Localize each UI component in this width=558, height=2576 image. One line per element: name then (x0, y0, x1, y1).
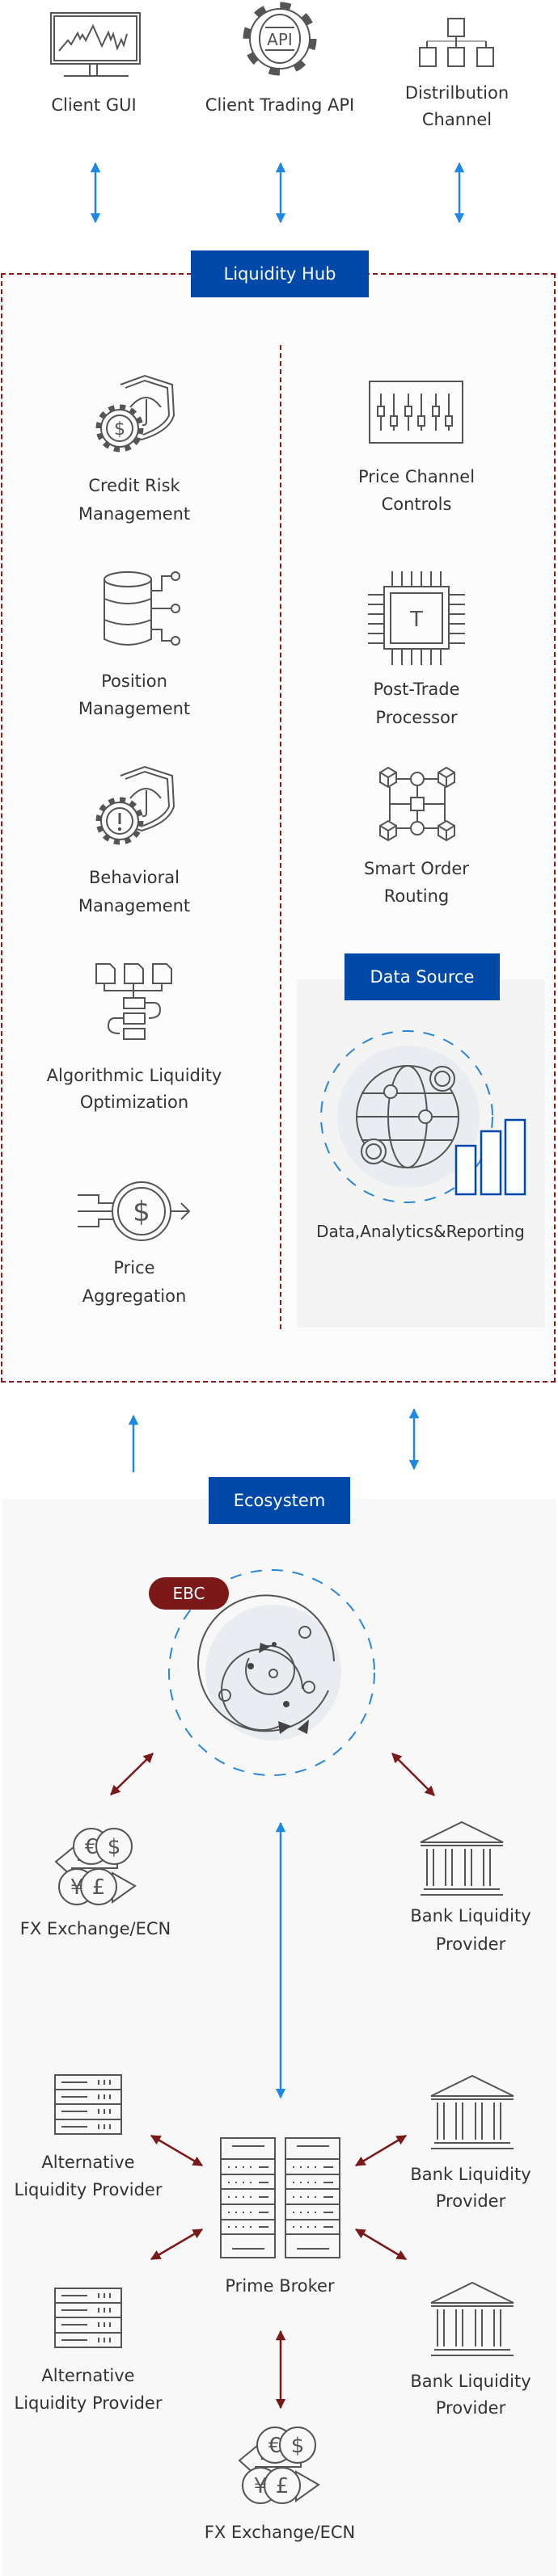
price-channel-label-line2: Controls (381, 495, 452, 514)
sliders-icon (369, 381, 463, 444)
data-source-title: Data Source (345, 953, 500, 1000)
smart-order-label-line2: Routing (383, 886, 450, 906)
bank-icon (420, 1820, 504, 1896)
alt-lp-1-label-line1: Alternative (41, 2153, 135, 2172)
arrow-alt2-prime (150, 2228, 204, 2261)
distribution-channel-label-line2: Channel (421, 110, 492, 129)
bar-3 (504, 1118, 526, 1196)
bank-right-1-label-line2: Provider (435, 2191, 506, 2211)
alt-lp-1-label-line2: Liquidity Provider (14, 2180, 163, 2199)
credit-risk-label-line1: Credit Risk (88, 476, 180, 495)
arrow-bank1-prime (354, 2134, 408, 2167)
arrow-bank2-prime (354, 2228, 408, 2261)
post-trade-label-line1: Post-Trade (373, 680, 460, 699)
bank-icon (430, 2074, 514, 2149)
hierarchy-icon (419, 18, 494, 67)
arrow-ebc-bank (391, 1753, 435, 1796)
ecosystem-title: Ecosystem (209, 1477, 350, 1524)
liquidity-hub-title: Liquidity Hub (191, 250, 369, 297)
bar-1 (454, 1144, 477, 1196)
algorithmic-label-line2: Optimization (79, 1092, 189, 1112)
bank-right-2-label-line1: Bank Liquidity (410, 2372, 531, 2391)
position-label-line1: Position (101, 671, 167, 691)
monitor-chart-icon (50, 12, 141, 77)
fx-exchange-icon: € $ ¥ £ (54, 1828, 137, 1905)
credit-risk-label-line2: Management (78, 504, 191, 524)
credit-risk-icon: $ (95, 374, 175, 452)
alt-lp-2-label-line2: Liquidity Provider (14, 2393, 163, 2413)
svg-text:T: T (409, 608, 423, 632)
svg-text:¥: ¥ (70, 1875, 84, 1900)
behavioral-label-line2: Management (78, 896, 191, 915)
post-trade-label-line2: Processor (375, 708, 458, 727)
arrow-alt1-prime (150, 2134, 204, 2167)
smart-order-label-line1: Smart Order (364, 859, 469, 878)
routing-network-icon (379, 766, 455, 842)
bank-right-1-label-line1: Bank Liquidity (410, 2165, 531, 2184)
chip-icon: T (368, 571, 465, 665)
algorithm-flow-icon (95, 963, 172, 1040)
svg-text:£: £ (276, 2474, 290, 2498)
svg-text:¥: ¥ (254, 2474, 268, 2498)
bank-icon (430, 2281, 514, 2356)
price-channel-label-line1: Price Channel (357, 467, 476, 486)
database-icon (104, 571, 180, 646)
svg-text:$: $ (133, 1196, 150, 1228)
data-analytics-label: Data,Analytics&Reporting (316, 1222, 525, 1241)
svg-text:€: € (268, 2434, 282, 2458)
distribution-channel-label-line1: Distrilbution (404, 83, 509, 103)
arrow-ebc-fx (110, 1753, 154, 1795)
ebc-hub-icon (168, 1569, 375, 1776)
prime-broker-server-icon (220, 2137, 340, 2258)
behavioral-label-line1: Behavioral (89, 868, 180, 887)
alt-lp-2-label-line1: Alternative (41, 2366, 135, 2385)
client-trading-api-label: Client Trading API (205, 95, 355, 115)
bank-top-label-line1: Bank Liquidity (410, 1906, 531, 1926)
api-gear-icon: API (243, 2, 317, 76)
svg-text:£: £ (92, 1875, 106, 1900)
svg-text:$: $ (114, 419, 125, 440)
svg-text:€: € (85, 1835, 99, 1859)
bar-2 (480, 1130, 502, 1196)
behavioral-icon (95, 765, 175, 845)
alt-liquidity-server-icon (54, 2288, 122, 2348)
svg-text:$: $ (108, 1835, 121, 1859)
bank-top-label-line2: Provider (435, 1934, 506, 1954)
price-aggregation-icon: $ (78, 1181, 191, 1241)
hub-divider (280, 345, 281, 1329)
price-aggregation-label-line1: Price (113, 1258, 155, 1277)
svg-text:API: API (267, 30, 293, 49)
bank-right-2-label-line2: Provider (435, 2398, 506, 2418)
position-label-line2: Management (78, 699, 191, 718)
fx-exchange-bottom-label: FX Exchange/ECN (204, 2523, 356, 2542)
algorithmic-label-line1: Algorithmic Liquidity (46, 1066, 222, 1085)
fx-exchange-icon: € $ ¥ £ (238, 2427, 320, 2504)
client-gui-label: Client GUI (51, 95, 137, 115)
prime-broker-label: Prime Broker (225, 2276, 335, 2296)
fx-exchange-top-label: FX Exchange/ECN (19, 1919, 171, 1938)
alt-liquidity-server-icon (54, 2074, 122, 2135)
svg-text:$: $ (291, 2434, 305, 2458)
ebc-badge: EBC (149, 1577, 229, 1610)
price-aggregation-label-line2: Aggregation (82, 1286, 187, 1306)
globe-analytics-icon (320, 1030, 526, 1203)
